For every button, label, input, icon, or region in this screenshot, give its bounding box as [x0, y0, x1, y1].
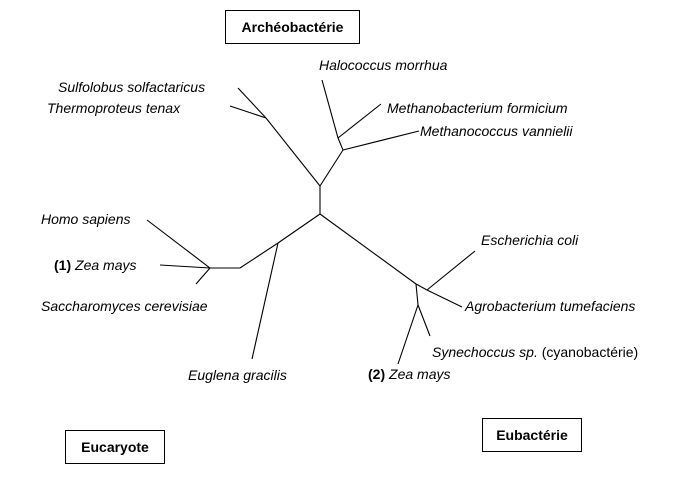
- branch-archaea-euryarchaeota: [319, 149, 344, 187]
- branch-center-bacteria: [319, 213, 417, 285]
- leaf-agrobacterium: Agrobacterium tumefaciens: [465, 298, 636, 314]
- branch-archaea-crenarchaeota: [265, 117, 321, 187]
- branch-eukaryota-inner: [239, 242, 279, 269]
- leaf-escherichia: Escherichia coli: [481, 232, 579, 248]
- leaf-thermoproteus: Thermoproteus tenax: [47, 100, 181, 116]
- leaf-synechoccus-note: (cyanobactérie): [541, 344, 639, 360]
- domain-bacteria-box: Eubactérie: [482, 418, 582, 452]
- domain-eukaryota-box: Eucaryote: [65, 430, 165, 464]
- leaf-methanococcus: Methanococcus vannielii: [420, 123, 573, 139]
- branch-cyano-group: [415, 283, 419, 306]
- leaf-methanobacterium: Methanobacterium formicium: [387, 100, 568, 116]
- branch-agrobacterium: [426, 289, 463, 308]
- branch-homo: [146, 219, 211, 269]
- branch-thermoproteus: [229, 105, 267, 119]
- branch-sulfolobus: [237, 87, 267, 119]
- leaf-zea-mays-eukaryota: (1) Zea mays: [54, 258, 136, 272]
- branch-zea-bact: [397, 304, 419, 365]
- leaf-sulfolobus: Sulfolobus solfactaricus: [58, 79, 206, 95]
- branch-halococcus: [321, 79, 339, 139]
- leaf-homo-sapiens: Homo sapiens: [41, 211, 131, 227]
- branch-zea-euk: [159, 264, 211, 269]
- branch-synechoccus: [417, 304, 431, 337]
- marker-1: (1): [54, 257, 72, 273]
- branch-euryarchaeota-inner: [337, 137, 344, 151]
- branch-saccharomyces: [195, 267, 211, 285]
- leaf-synechoccus: Synechoccus sp. (cyanobactérie): [432, 345, 638, 359]
- leaf-halococcus: Halococcus morrhua: [319, 57, 448, 73]
- leaf-zea-mays-bacteria: (2) Zea mays: [368, 367, 450, 381]
- leaf-euglena: Euglena gracilis: [188, 367, 287, 383]
- marker-2: (2): [368, 366, 386, 382]
- leaf-synechoccus-label: Synechoccus sp.: [432, 344, 538, 360]
- branch-escherichia: [426, 250, 476, 291]
- branch-methanococcus: [342, 130, 420, 151]
- leaf-zea-mays-bacteria-label: Zea mays: [389, 366, 451, 382]
- branch-bacteria-inner: [415, 283, 428, 291]
- leaf-zea-mays-eukaryota-label: Zea mays: [75, 257, 137, 273]
- branch-euglena: [251, 242, 279, 360]
- leaf-saccharomyces: Saccharomyces cerevisiae: [41, 298, 208, 314]
- branch-methanobacterium: [337, 103, 382, 139]
- branch-center-eukaryota: [277, 213, 321, 244]
- domain-archaea-box: Archéobactérie: [225, 10, 360, 44]
